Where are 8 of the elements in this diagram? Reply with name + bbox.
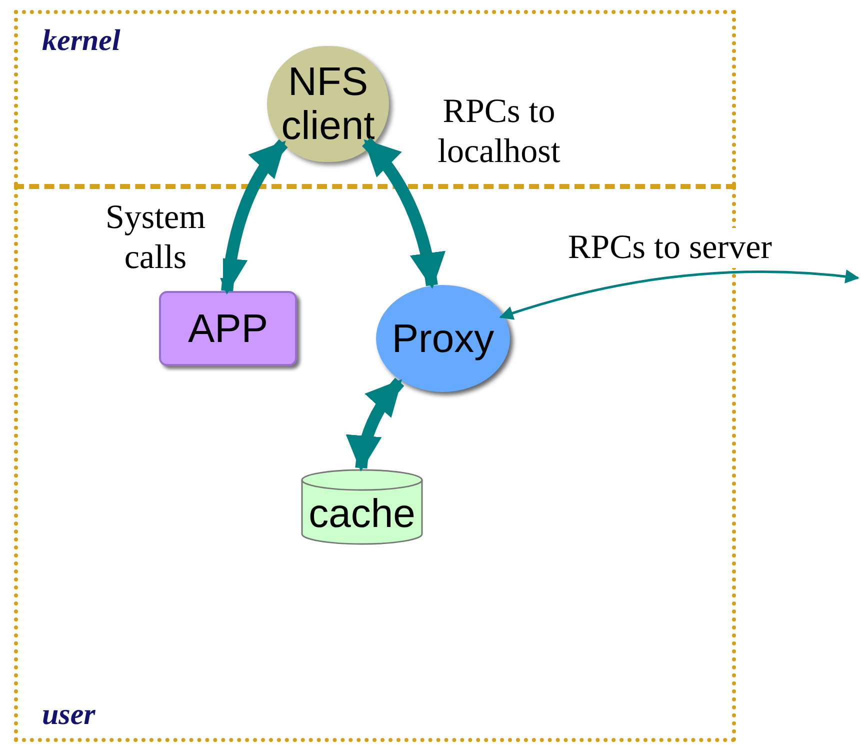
arrow bbox=[346, 378, 404, 472]
proxy-ellipse: Proxy bbox=[376, 285, 510, 392]
arrow bbox=[499, 270, 860, 320]
region-label: user bbox=[42, 700, 96, 730]
cache-cylinder: cache bbox=[300, 468, 424, 546]
app-box: APP bbox=[159, 291, 297, 366]
region-label: kernel bbox=[42, 26, 120, 56]
arrow bbox=[362, 138, 445, 289]
